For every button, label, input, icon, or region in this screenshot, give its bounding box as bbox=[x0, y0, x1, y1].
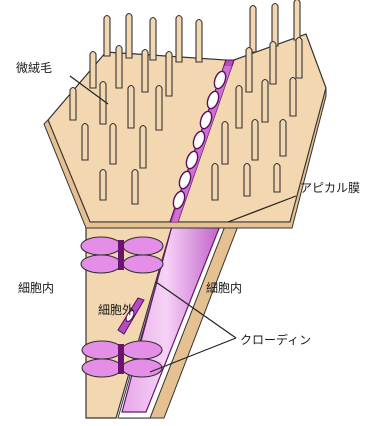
label-microvilli: 微絨毛 bbox=[16, 61, 52, 75]
label-claudin: クローディン bbox=[240, 332, 311, 347]
label-intracellular-left: 細胞内 bbox=[18, 281, 54, 295]
label-intracellular-right: 細胞内 bbox=[206, 281, 242, 295]
label-apical-membrane: アピカル膜 bbox=[300, 181, 360, 195]
label-extracellular: 細胞外 bbox=[98, 303, 134, 317]
